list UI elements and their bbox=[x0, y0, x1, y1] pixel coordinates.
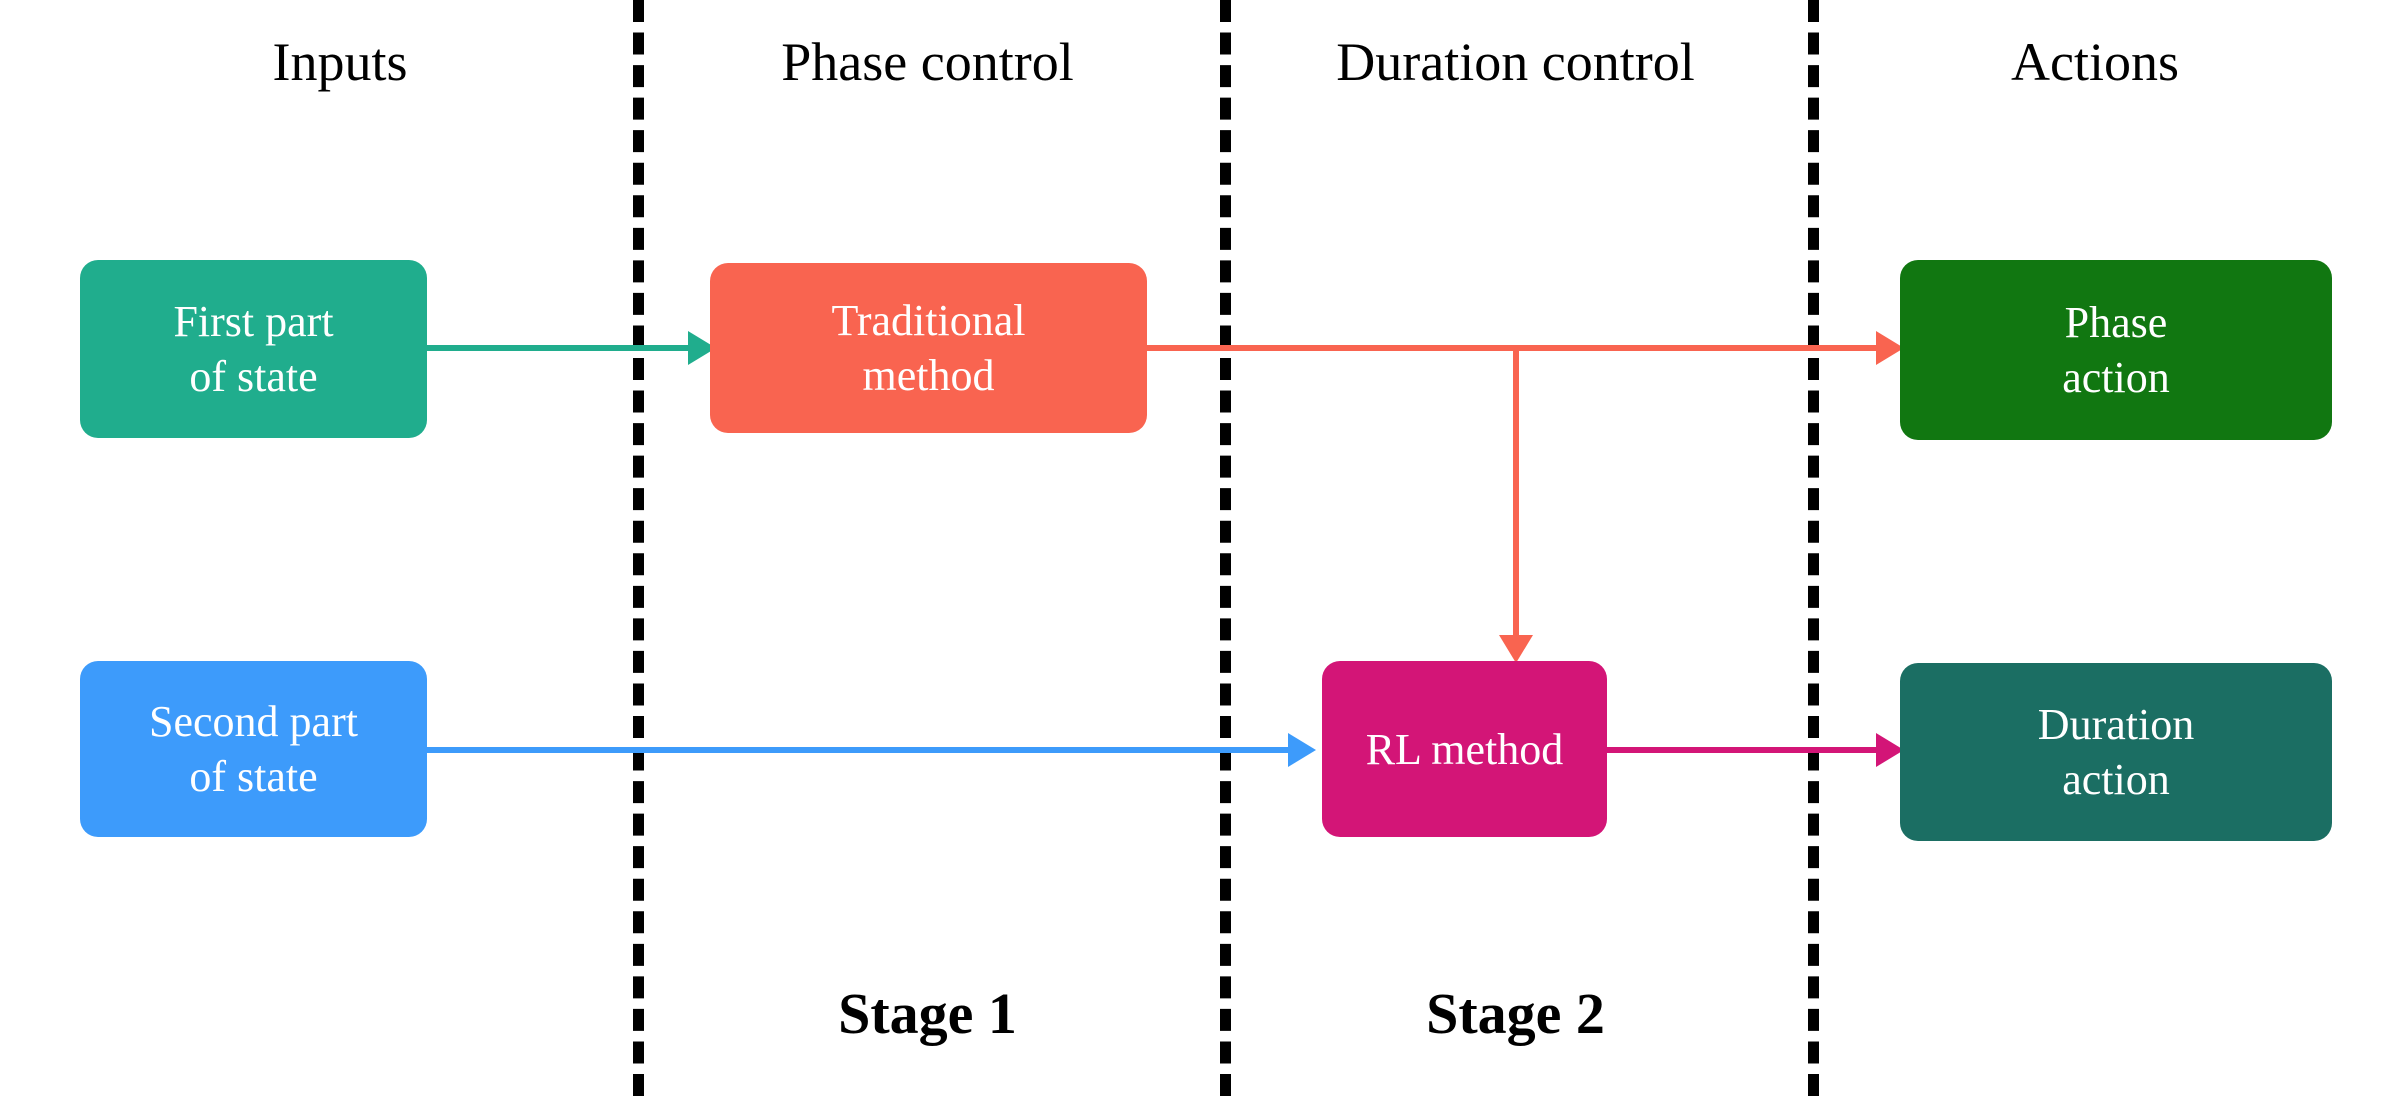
node-second-part-of-state[interactable]: Second part of state bbox=[80, 661, 427, 837]
node-duration-action-line1: Duration bbox=[2037, 700, 2195, 749]
edge-traditional-to-phase-action-arrowhead bbox=[1876, 331, 1904, 365]
divider-duration-actions bbox=[1808, 0, 1819, 1096]
node-first-part-of-state-line1: First part bbox=[173, 297, 334, 346]
stage-label-2: Stage 2 bbox=[1426, 981, 1605, 1046]
node-phase-action-line1: Phase bbox=[2064, 298, 2168, 347]
edge-state-to-rl-line bbox=[425, 747, 1290, 753]
divider-inputs-phase bbox=[633, 0, 644, 1096]
node-phase-action-line2: action bbox=[2062, 353, 2170, 402]
node-first-part-of-state[interactable]: First part of state bbox=[80, 260, 427, 438]
column-header-inputs: Inputs bbox=[272, 32, 408, 92]
node-traditional-method[interactable]: Traditional method bbox=[710, 263, 1147, 433]
edge-state-to-traditional-line bbox=[425, 345, 690, 351]
edge-rl-to-duration-action-line bbox=[1605, 747, 1880, 753]
edge-traditional-to-rl-line bbox=[1513, 345, 1519, 640]
column-header-phase-control: Phase control bbox=[781, 32, 1074, 92]
node-traditional-method-line2: method bbox=[862, 351, 995, 400]
column-header-duration-control: Duration control bbox=[1336, 32, 1695, 92]
node-rl-method[interactable]: RL method bbox=[1322, 661, 1607, 837]
node-rl-method-line1: RL method bbox=[1365, 724, 1564, 774]
divider-phase-duration bbox=[1220, 0, 1231, 1096]
node-phase-action[interactable]: Phase action bbox=[1900, 260, 2332, 440]
column-header-actions: Actions bbox=[2011, 32, 2179, 92]
node-duration-action-line2: action bbox=[2062, 755, 2170, 804]
stage-label-1: Stage 1 bbox=[838, 981, 1017, 1046]
node-traditional-method-line1: Traditional bbox=[831, 296, 1026, 345]
edge-traditional-to-phase-action-line bbox=[1145, 345, 1880, 351]
node-second-part-of-state-line1: Second part bbox=[149, 697, 358, 746]
node-duration-action[interactable]: Duration action bbox=[1900, 663, 2332, 841]
edge-rl-to-duration-action-arrowhead bbox=[1876, 733, 1904, 767]
node-second-part-of-state-line2: of state bbox=[189, 752, 318, 801]
edge-state-to-rl-arrowhead bbox=[1288, 733, 1316, 767]
node-first-part-of-state-line2: of state bbox=[189, 352, 318, 401]
edge-traditional-to-rl-arrowhead bbox=[1499, 635, 1533, 663]
